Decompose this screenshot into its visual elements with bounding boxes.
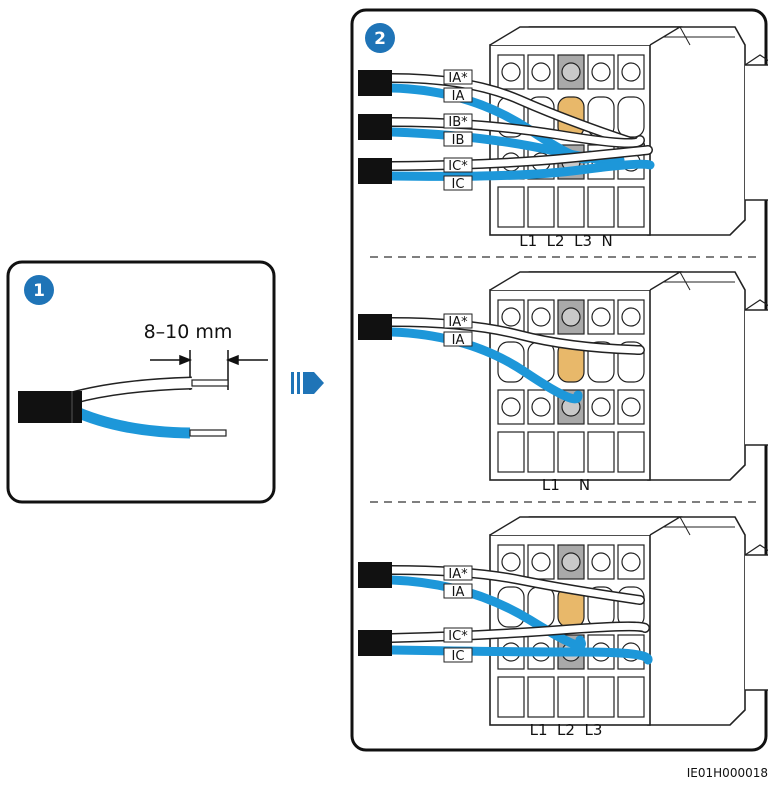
wire-label: IC: [452, 649, 465, 664]
wire-label: IC: [452, 177, 465, 192]
step2-number: 2: [374, 29, 386, 49]
stripped-cable: [18, 376, 229, 439]
wire-label: IA: [452, 333, 465, 348]
wire-label: IA: [452, 89, 465, 104]
config-three-phase-three-wire: IA* IA IC* IC L1 L2 L3: [358, 516, 768, 739]
double-bar-right-arrow-icon: [291, 372, 324, 394]
strip-length-label: 8–10 mm: [144, 321, 233, 343]
wire-label: IA*: [448, 567, 468, 582]
wire-label-group: IA* IA IC* IC: [443, 565, 473, 664]
terminal-labels: L1 N: [542, 476, 590, 494]
wire-label: IA: [452, 585, 465, 600]
step2-badge: 2: [365, 23, 395, 53]
step1-number: 1: [33, 281, 45, 301]
wire-label: IA*: [448, 71, 468, 86]
figure-code: IE01H000018: [687, 766, 768, 780]
wire-label: IB: [452, 133, 465, 148]
terminal-labels: L1 L2 L3 N: [519, 232, 613, 250]
wire-label: IC*: [448, 159, 468, 174]
wire-label-group: IA* IA IB* IB IC* IC: [443, 69, 473, 192]
wire-label: IA*: [448, 315, 468, 330]
config-single-phase: IA* IA L1 N: [358, 271, 768, 494]
wire-label: IB*: [448, 115, 468, 130]
step1-badge: 1: [24, 275, 54, 305]
terminal-labels: L1 L2 L3: [530, 721, 603, 739]
wire-label-group: IA* IA: [443, 313, 473, 348]
step1-panel: 1 8–10 mm: [6, 260, 276, 504]
config-three-phase-four-wire: IA* IA IB* IB IC* IC L1 L2 L3 N: [358, 26, 768, 250]
wire-label: IC*: [448, 629, 468, 644]
